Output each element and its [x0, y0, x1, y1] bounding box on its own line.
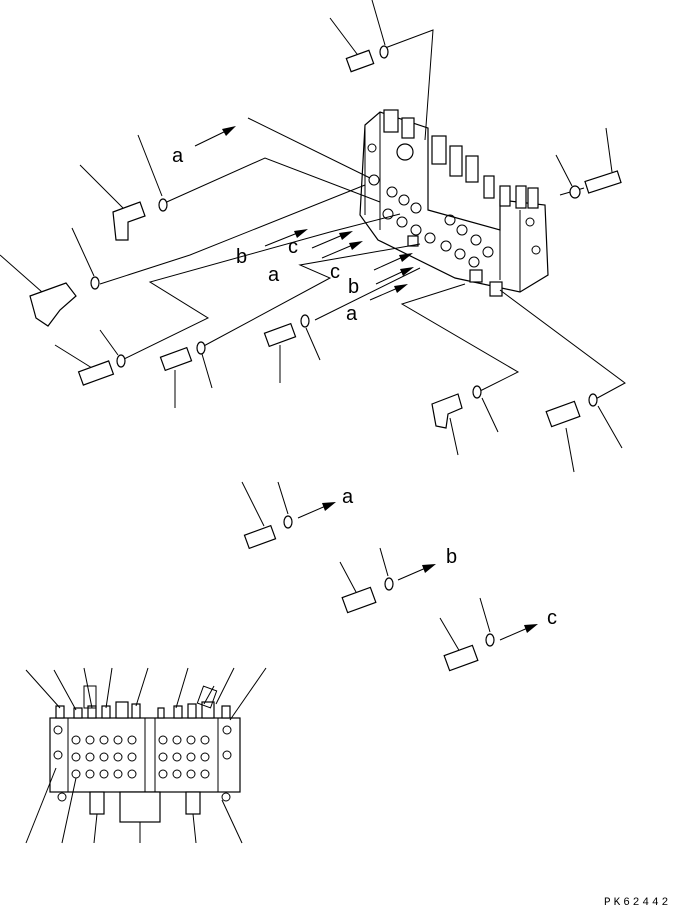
drawing-code: PK62442	[604, 897, 671, 909]
fitting-right-bolt	[555, 127, 622, 199]
flow-arrows	[194, 126, 538, 641]
fitting-lower-elbow	[431, 385, 499, 456]
fitting-mid-straight-2	[263, 314, 321, 383]
label-a-top: a	[172, 145, 184, 167]
routing-lines	[99, 29, 626, 403]
fitting-left-elbow	[79, 134, 168, 241]
control-valve-body	[359, 109, 549, 297]
fitting-top-elbow	[329, 0, 389, 73]
port-labels: a b c a c b a a b c	[172, 145, 557, 629]
loose-fitting-b	[339, 547, 394, 614]
front-view-port-grid-left	[71, 735, 137, 779]
label-c-loose: c	[547, 607, 557, 629]
valve-front-view	[25, 667, 267, 844]
label-a-2: a	[346, 303, 358, 325]
fitting-mid-straight-1	[159, 341, 213, 408]
loose-fitting-a	[241, 481, 293, 550]
label-b-1: b	[236, 246, 247, 268]
fitting-left-tee	[0, 227, 100, 327]
label-b-2: b	[348, 276, 359, 298]
label-c-1: c	[288, 236, 298, 258]
label-c-2: c	[330, 261, 340, 283]
fitting-left-straight	[54, 329, 126, 386]
label-a-1: a	[268, 264, 280, 286]
label-a-loose: a	[342, 486, 354, 508]
fitting-lower-straight	[545, 393, 623, 473]
front-view-port-grid-right	[158, 735, 210, 779]
label-b-loose: b	[446, 546, 457, 568]
loose-fitting-c	[439, 597, 495, 672]
